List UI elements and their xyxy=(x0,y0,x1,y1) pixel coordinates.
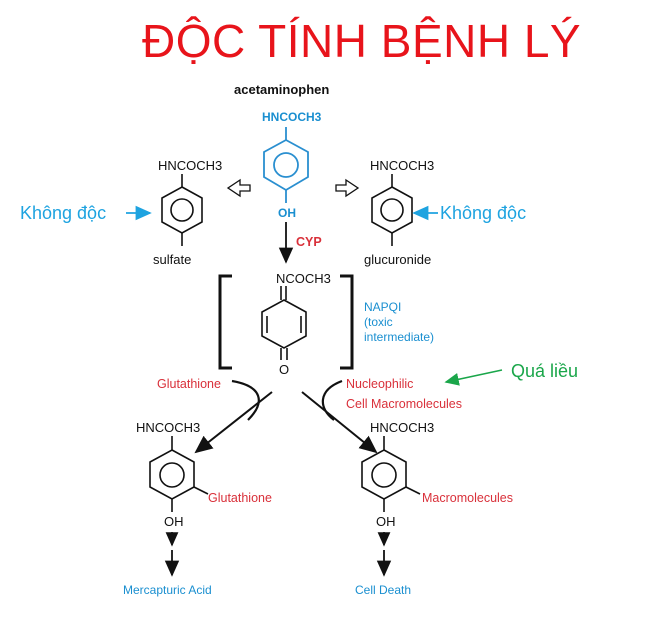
top-oh: OH xyxy=(278,206,296,220)
sulfate-ring: HNCOCH3 sulfate xyxy=(153,158,222,267)
glucuronide-label: glucuronide xyxy=(364,252,431,267)
qua-lieu-label: Quá liều xyxy=(511,361,578,381)
napqi-label-1: NAPQI xyxy=(364,300,401,314)
br-macromolecules: Macromolecules xyxy=(422,491,513,505)
nucleophilic-curve xyxy=(321,379,343,421)
left-hncoch3: HNCOCH3 xyxy=(158,158,222,173)
bl-hncoch3: HNCOCH3 xyxy=(136,420,200,435)
khong-doc-right-label: Không độc xyxy=(440,203,526,223)
cyp-label: CYP xyxy=(296,235,322,249)
glucuronide-ring: HNCOCH3 glucuronide xyxy=(364,158,434,267)
glutathione-label: Glutathione xyxy=(157,377,221,391)
bl-glutathione: Glutathione xyxy=(208,491,272,505)
slide-title: ĐỘC TÍNH BỆNH LÝ xyxy=(142,15,582,67)
br-hncoch3: HNCOCH3 xyxy=(370,420,434,435)
glutathione-curve xyxy=(231,379,260,421)
khong-doc-left-label: Không độc xyxy=(20,203,106,223)
glutathione-conjugate-ring: HNCOCH3 Glutathione OH Mercapturic Acid xyxy=(123,420,272,597)
acetaminophen-ring: HNCOCH3 OH xyxy=(262,110,322,220)
right-hncoch3: HNCOCH3 xyxy=(370,158,434,173)
cell-macromolecules-label: Cell Macromolecules xyxy=(346,397,462,411)
br-oh: OH xyxy=(376,514,396,529)
open-arrow-right xyxy=(335,178,360,198)
mercapturic-acid-label: Mercapturic Acid xyxy=(123,583,212,597)
bracket-right xyxy=(340,274,354,370)
macromolecule-adduct-ring: HNCOCH3 Macromolecules OH Cell Death xyxy=(355,420,513,597)
top-hncoch3: HNCOCH3 xyxy=(262,110,322,124)
napqi-label-2: (toxic xyxy=(364,315,393,329)
bl-oh: OH xyxy=(164,514,184,529)
bracket-left xyxy=(218,274,232,370)
cell-death-label: Cell Death xyxy=(355,583,411,597)
napqi-group: NCOCH3 xyxy=(276,271,331,286)
qua-lieu-arrow xyxy=(444,369,503,386)
napqi-ring: NCOCH3 O xyxy=(261,271,331,377)
sulfate-label: sulfate xyxy=(153,252,191,267)
acetaminophen-label: acetaminophen xyxy=(234,82,329,97)
napqi-o: O xyxy=(279,362,289,377)
left-down-arrow xyxy=(194,391,273,454)
open-arrow-left xyxy=(226,178,251,198)
right-down-arrow xyxy=(301,391,378,454)
napqi-label-3: intermediate) xyxy=(364,330,434,344)
nucleophilic-label: Nucleophilic xyxy=(346,377,413,391)
